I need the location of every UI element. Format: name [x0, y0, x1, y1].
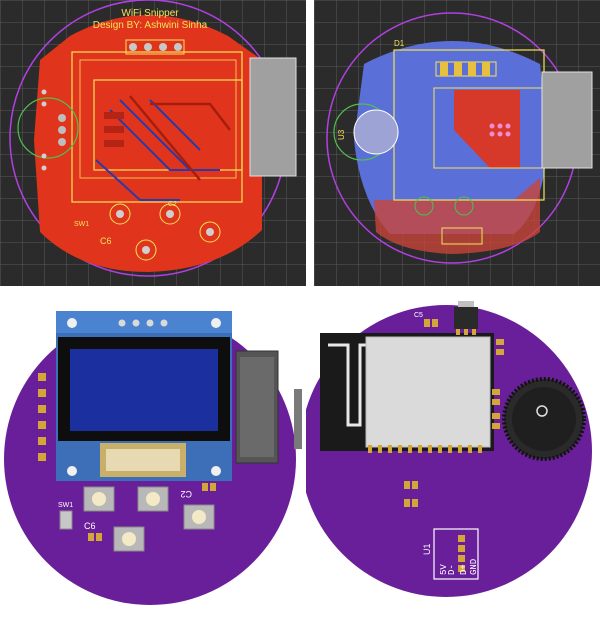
- mount-hole: [211, 318, 221, 328]
- smd-caps: [88, 483, 216, 541]
- header-pins: [435, 61, 497, 77]
- encoder-outline: [17, 97, 79, 159]
- voltage-regulator: [454, 307, 478, 329]
- copper-pour-red: [34, 15, 262, 272]
- encoder-knob-face: [512, 387, 576, 451]
- mount-hole: [211, 466, 221, 476]
- smd-pads: [104, 112, 124, 147]
- ref-c5: C5: [414, 312, 423, 319]
- mount-hole: [67, 318, 77, 328]
- usb-connector: [541, 71, 593, 169]
- usb-connector: [249, 57, 297, 177]
- button-outlines: [414, 196, 474, 216]
- pin-label-5v: 5V: [439, 564, 449, 575]
- oled-header-pins: [118, 319, 168, 327]
- blue-traces: [95, 99, 220, 201]
- encoder-body: [353, 109, 399, 155]
- ref-d1: D1: [394, 39, 405, 48]
- ref-c6: C6: [100, 236, 112, 246]
- display-inner-outline: [79, 59, 237, 179]
- regulator-tab: [458, 301, 474, 307]
- esp-shield: [365, 336, 491, 448]
- usb-connector-face: [240, 357, 274, 457]
- button-pads: [109, 203, 221, 261]
- left-pin-row: [41, 89, 47, 171]
- ref-u1: U1: [422, 543, 432, 555]
- board-3d-back: 5V D- D+ GND U1 C5: [306, 293, 600, 617]
- regulator-pins: [456, 329, 476, 335]
- thermal-vias: [489, 123, 511, 137]
- usb-pad-outline: [441, 227, 483, 245]
- board-3d-front: SW1 C6 C2: [0, 293, 306, 617]
- ref-c2: C2: [180, 489, 192, 499]
- board-title: WiFi Snipper: [121, 8, 179, 19]
- pcb-layout-top-view: WiFi Snipper Design BY: Ashwini Sinha SW…: [0, 0, 306, 286]
- ref-u3: U3: [337, 129, 346, 140]
- pin-label-d-plus: D+: [459, 564, 469, 575]
- ref-c2: C2: [168, 201, 177, 208]
- screen-outline: [93, 79, 243, 171]
- encoder-marker: [536, 405, 548, 417]
- pin-label-gnd: GND: [469, 559, 479, 575]
- encoder-pads: [58, 114, 66, 146]
- esp-castellated-pads: [368, 445, 482, 453]
- copper-pour-blue: [354, 41, 548, 234]
- edge-pads: [38, 373, 46, 461]
- oled-header-strip: [56, 311, 232, 333]
- ref-sw1: SW1: [74, 221, 89, 228]
- ref-sw1: SW1: [58, 502, 73, 509]
- oled-screen: [70, 349, 218, 431]
- usb-header-pads: [458, 535, 465, 572]
- pour-red-block: [454, 90, 520, 168]
- header-pins: [125, 39, 185, 55]
- red-traces: [129, 95, 231, 181]
- oled-flex-cable-inner: [106, 449, 180, 471]
- ref-c6: C6: [84, 521, 96, 531]
- tactile-buttons: [83, 486, 215, 552]
- encoder-knob-edge: [294, 389, 302, 449]
- smd-caps: [404, 319, 504, 507]
- mount-hole: [67, 466, 77, 476]
- board-credit: Design BY: Ashwini Sinha: [93, 20, 208, 31]
- pin-label-d-minus: D-: [447, 564, 457, 575]
- usb-pin-header: [433, 528, 479, 580]
- pcb-layout-bottom-view: U3 D1: [314, 0, 600, 286]
- sw1-button: [59, 510, 73, 530]
- copper-pour-red: [374, 178, 540, 254]
